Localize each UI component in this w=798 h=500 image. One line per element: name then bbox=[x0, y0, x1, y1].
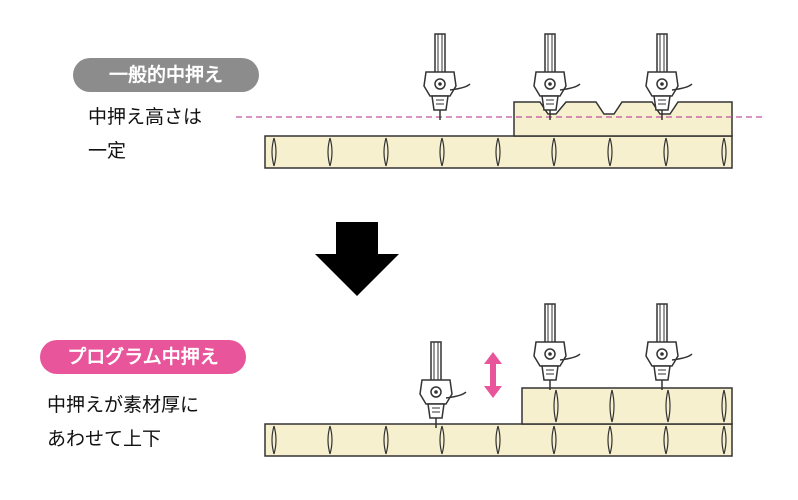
general-note-line2: 一定 bbox=[88, 140, 127, 162]
needle-icon bbox=[419, 341, 467, 429]
program-diagram bbox=[264, 303, 733, 457]
stitch-dividers bbox=[553, 389, 727, 423]
down-arrow-icon bbox=[315, 222, 399, 296]
needle-icon bbox=[645, 303, 693, 391]
program-note-line2: あわせて上下 bbox=[47, 428, 162, 450]
program-note-line1: 中押えが素材厚に bbox=[47, 394, 200, 416]
needle-icon bbox=[423, 33, 471, 121]
needle-icon bbox=[533, 303, 581, 391]
stitch-dividers bbox=[271, 137, 727, 167]
general-note-line1: 中押え高さは bbox=[88, 106, 203, 128]
program-presser-title: プログラム中押え bbox=[40, 340, 246, 374]
double-arrow-icon bbox=[484, 352, 502, 398]
general-presser-note: 中押え高さは 一定 bbox=[88, 100, 202, 168]
raised-fabric bbox=[513, 101, 733, 137]
stitch-dividers bbox=[271, 425, 727, 455]
general-presser-title: 一般的中押え bbox=[73, 58, 259, 92]
general-diagram bbox=[236, 33, 766, 169]
program-presser-note: 中押えが素材厚に あわせて上下 bbox=[47, 388, 199, 456]
